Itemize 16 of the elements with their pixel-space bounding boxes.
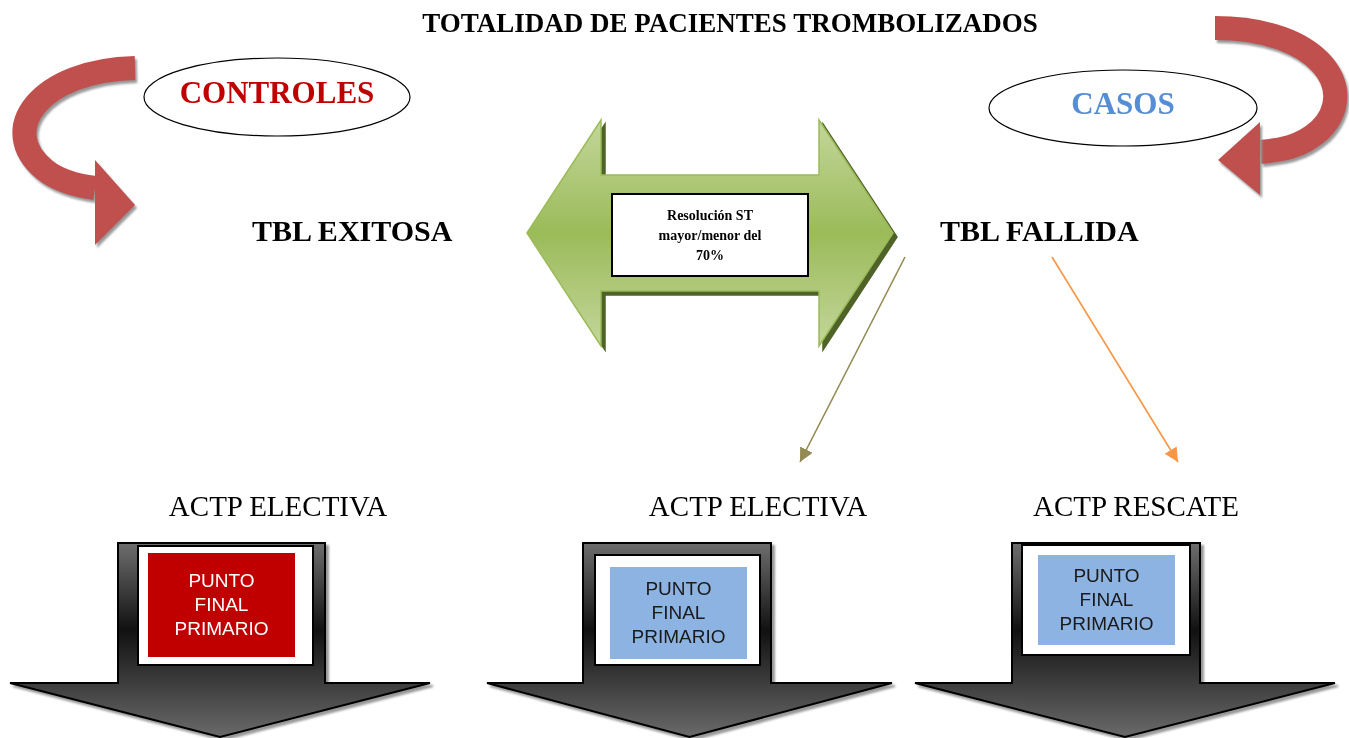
endpoint-box: PUNTO FINAL PRIMARIO (1038, 555, 1175, 645)
arrow-heading: ACTP ELECTIVA (648, 490, 868, 522)
ellipse-label: CONTROLES (179, 75, 375, 111)
arrow (1051, 256, 1179, 463)
diagram-title: TOTALIDAD DE PACIENTES TROMBOLIZADOS (421, 8, 1039, 39)
ellipse-node (988, 69, 1258, 147)
endpoint-box: PUNTO FINAL PRIMARIO (610, 567, 747, 659)
node-text: TBL FALLIDA (893, 205, 1163, 257)
edge-label: Resolución ST mayor/menor del 70% (611, 193, 809, 277)
arrow-heading: ACTP ELECTIVA (168, 490, 388, 522)
ellipse-node (143, 57, 411, 137)
endpoint-box: PUNTO FINAL PRIMARIO (148, 553, 295, 657)
node-text: TBL EXITOSA (245, 205, 527, 257)
arrow-heading: ACTP RESCATE (1033, 490, 1239, 522)
arrow (799, 256, 906, 463)
ellipse-label: CASOS (1071, 86, 1175, 122)
